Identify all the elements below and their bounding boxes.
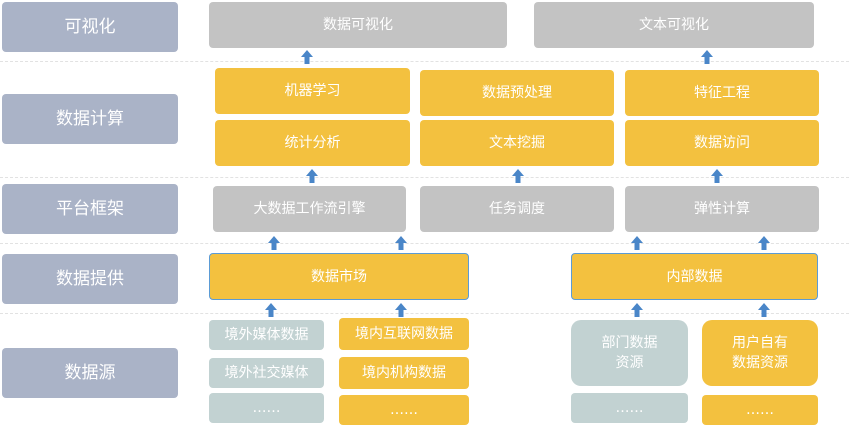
data-access-box: 数据访问 [625, 120, 819, 166]
data-visualization-box: 数据可视化 [209, 2, 507, 48]
statistical-analysis-box: 统计分析 [215, 120, 410, 166]
machine-learning-box: 机器学习 [215, 68, 410, 114]
domestic-institution-data-box: 境内机构数据 [339, 357, 469, 389]
workflow-engine-box: 大数据工作流引擎 [213, 186, 406, 232]
up-arrow-icon [395, 236, 407, 250]
ellipsis-box-1: …… [209, 393, 324, 423]
domestic-internet-data-box: 境内互联网数据 [339, 318, 469, 350]
up-arrow-icon [758, 303, 770, 317]
up-arrow-icon [512, 169, 524, 183]
text-visualization-box: 文本可视化 [534, 2, 814, 48]
layer-divider [0, 243, 849, 244]
up-arrow-icon [306, 169, 318, 183]
foreign-social-media-box: 境外社交媒体 [209, 358, 324, 388]
layer-label-source: 数据源 [2, 348, 178, 398]
up-arrow-icon [631, 236, 643, 250]
layer-label-provide: 数据提供 [2, 254, 178, 304]
department-data-resource-box: 部门数据 资源 [571, 320, 688, 386]
up-arrow-icon [395, 303, 407, 317]
task-scheduling-box: 任务调度 [420, 186, 614, 232]
data-market-box: 数据市场 [209, 253, 469, 300]
up-arrow-icon [758, 236, 770, 250]
layer-divider [0, 177, 849, 178]
elastic-compute-box: 弹性计算 [625, 186, 819, 232]
feature-engineering-box: 特征工程 [625, 70, 819, 116]
internal-data-box: 内部数据 [571, 253, 818, 300]
ellipsis-box-4: …… [702, 395, 818, 425]
data-preprocessing-box: 数据预处理 [420, 70, 614, 116]
text-mining-box: 文本挖掘 [420, 120, 614, 166]
up-arrow-icon [301, 50, 313, 64]
layer-divider [0, 313, 849, 314]
layer-label-compute: 数据计算 [2, 94, 178, 144]
foreign-media-data-box: 境外媒体数据 [209, 320, 324, 350]
layer-label-viz: 可视化 [2, 2, 178, 52]
up-arrow-icon [631, 303, 643, 317]
layer-divider [0, 61, 849, 62]
ellipsis-box-3: …… [571, 393, 688, 423]
up-arrow-icon [268, 236, 280, 250]
user-owned-data-resource-box: 用户自有 数据资源 [702, 320, 818, 386]
layer-label-platform: 平台框架 [2, 184, 178, 234]
ellipsis-box-2: …… [339, 395, 469, 425]
up-arrow-icon [701, 50, 713, 64]
up-arrow-icon [711, 169, 723, 183]
up-arrow-icon [265, 303, 277, 317]
